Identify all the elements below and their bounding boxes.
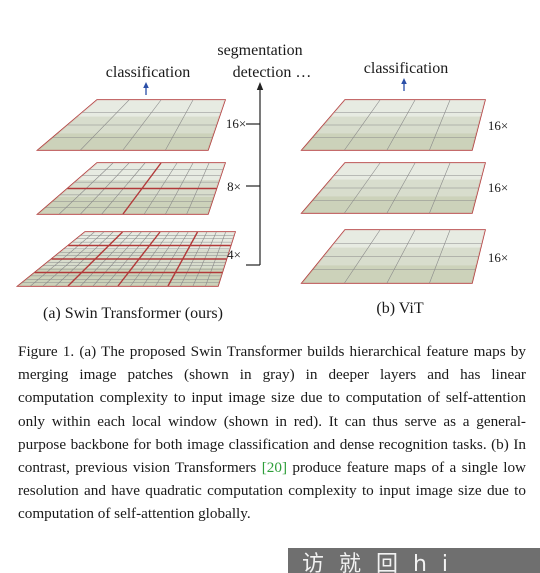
vit-subcaption: (b) ViT — [376, 300, 423, 317]
swin-scale-16x: 16× — [226, 116, 246, 131]
vit-feature-maps — [300, 99, 486, 284]
swin-classification-arrow — [143, 82, 149, 95]
swin-layer-8x — [35, 162, 227, 215]
vit-layer-bottom — [300, 229, 486, 284]
swin-output-bus — [246, 82, 264, 266]
vit-scale-bottom: 16× — [488, 250, 508, 265]
figure-1: classification segmentation detection … … — [15, 42, 508, 322]
swin-feature-maps — [15, 99, 237, 287]
swin-layer-4x — [15, 231, 237, 287]
swin-detection-label: detection … — [233, 64, 312, 81]
caption-text-part-1: Figure 1. (a) The proposed Swin Transfor… — [18, 343, 526, 477]
swin-scale-4x: 4× — [227, 247, 241, 262]
swin-subcaption: (a) Swin Transformer (ours) — [43, 305, 223, 322]
swin-layer-16x — [35, 99, 227, 151]
vit-layer-top — [300, 99, 486, 151]
vit-classification-label: classification — [364, 60, 448, 77]
swin-scale-8x: 8× — [227, 179, 241, 194]
figure-caption: Figure 1. (a) The proposed Swin Transfor… — [18, 340, 526, 526]
caption-text-part-2: produce feature maps of a single low res… — [18, 459, 527, 523]
citation-link[interactable]: [20] — [261, 459, 288, 477]
vit-scale-top: 16× — [488, 118, 508, 133]
figure-diagram: classification segmentation detection … … — [15, 42, 508, 322]
vit-scale-middle: 16× — [488, 180, 508, 195]
swin-segmentation-label: segmentation — [217, 42, 302, 59]
overlay-banner: 访 就 回 h i — [288, 548, 540, 573]
vit-classification-arrow — [401, 78, 407, 91]
vit-layer-middle — [300, 162, 486, 214]
caption-paragraph: Figure 1. (a) The proposed Swin Transfor… — [18, 340, 526, 526]
swin-classification-label: classification — [106, 64, 190, 81]
